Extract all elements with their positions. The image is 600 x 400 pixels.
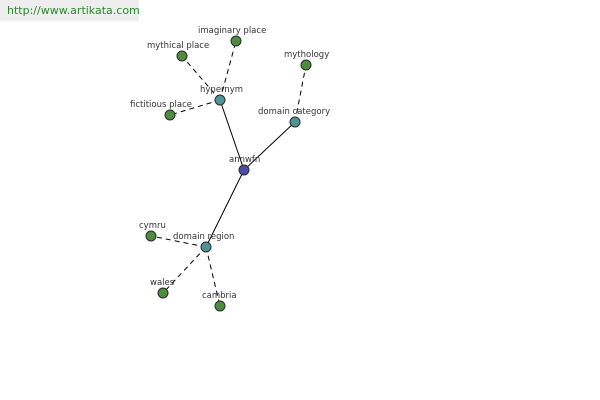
edge-domain-region-wales [162, 246, 207, 294]
node-label-domain-region: domain region [173, 232, 234, 242]
node-label-imaginary-place: imaginary place [198, 26, 266, 36]
node-mythical-place[interactable] [176, 50, 188, 62]
nodes-layer [145, 35, 312, 312]
node-label-hypernym: hypernym [200, 85, 243, 95]
edge-annwfn-domain-region [205, 169, 245, 248]
node-annwfn[interactable] [238, 164, 250, 176]
node-fictitious-place[interactable] [164, 109, 176, 121]
edge-domain-region-cambria [205, 246, 221, 307]
edge-hypernym-mythical-place [181, 55, 221, 101]
edge-hypernym-imaginary-place [219, 40, 237, 101]
node-label-annwfn: annwfn [229, 155, 260, 165]
node-hypernym[interactable] [214, 94, 226, 106]
node-label-mythology: mythology [284, 50, 329, 60]
edge-domain-category-mythology [294, 64, 307, 123]
edge-annwfn-hypernym [219, 99, 245, 171]
site-url-banner[interactable]: http://www.artikata.com [0, 0, 140, 21]
edge-domain-region-cymru [150, 235, 207, 248]
edge-annwfn-domain-category [243, 121, 296, 171]
node-cambria[interactable] [214, 300, 226, 312]
node-label-fictitious-place: fictitious place [130, 100, 192, 110]
node-domain-region[interactable] [200, 241, 212, 253]
node-label-cymru: cymru [139, 221, 166, 231]
node-cymru[interactable] [145, 230, 157, 242]
node-label-wales: wales [150, 278, 175, 288]
node-imaginary-place[interactable] [230, 35, 242, 47]
node-label-cambria: cambria [202, 291, 237, 301]
node-wales[interactable] [157, 287, 169, 299]
node-mythology[interactable] [300, 59, 312, 71]
node-label-domain-category: domain category [258, 107, 330, 117]
edges-layer [150, 40, 307, 307]
labels-layer: annwfn hypernym domain category domain regi… [130, 26, 330, 301]
node-domain-category[interactable] [289, 116, 301, 128]
node-label-mythical-place: mythical place [147, 41, 209, 51]
